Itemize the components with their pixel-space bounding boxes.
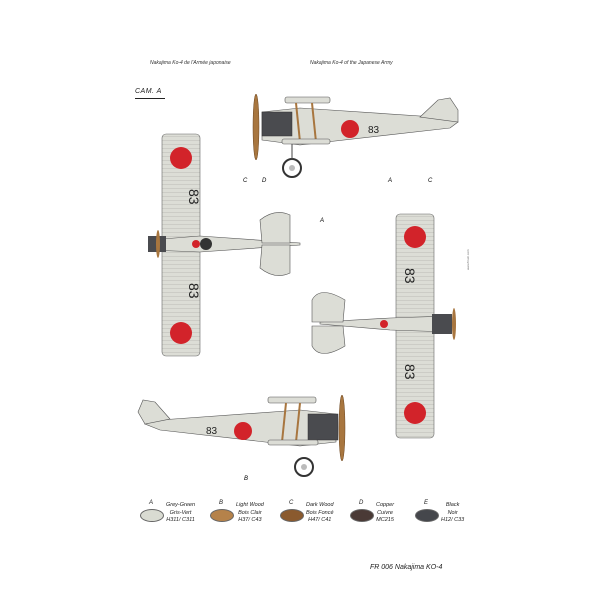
- plan-bottom-number-2: 83: [402, 364, 418, 380]
- legend-text: Light Wood Bois Clair H37/ C43: [236, 502, 264, 525]
- legend-swatch: [350, 509, 374, 522]
- side-view-bottom: [137, 394, 346, 477]
- legend-text: Dark Wood Bois Foncé H47/ C41: [306, 502, 334, 525]
- legend-line: Dark Wood: [306, 502, 334, 508]
- legend-swatch: [210, 509, 234, 522]
- legend-text: Copper Cuivre MC215: [376, 502, 394, 525]
- legend-line: H311/ C311: [166, 517, 195, 523]
- legend-letter: E: [424, 500, 429, 506]
- callout-c-1: C: [243, 178, 248, 184]
- legend-line: Light Wood: [236, 502, 264, 508]
- legend-line: Cuivre: [377, 509, 393, 516]
- plan-view-top: [148, 133, 301, 357]
- legend-letter: C: [289, 500, 294, 506]
- footer-title: FR 006 Nakajima KO-4: [370, 564, 443, 571]
- legend-swatch: [140, 509, 164, 522]
- side-website-text: www.frrom.com: [466, 249, 470, 270]
- legend-text: Black Noir H12/ C33: [441, 502, 464, 525]
- legend-line: Noir: [447, 509, 458, 516]
- legend-line: Black: [445, 502, 460, 508]
- legend-line: Bois Foncé: [306, 509, 334, 516]
- caption-fr: Nakajima Ko-4 de l'Armée japonaise: [150, 60, 231, 66]
- side-top-number: 83: [368, 125, 380, 136]
- caption-en: Nakajima Ko-4 of the Japanese Army: [310, 60, 393, 66]
- legend-line: H37/ C43: [238, 517, 262, 523]
- color-legend: A Grey-Green Gris-Vert H311/ C311 B Ligh…: [140, 500, 480, 550]
- legend-line: Copper: [376, 502, 395, 508]
- plan-top-number-2: 83: [186, 283, 202, 299]
- callout-c-2: C: [428, 178, 433, 184]
- callout-a-1: A: [387, 178, 392, 184]
- legend-line: Grey-Green: [166, 502, 196, 508]
- legend-line: H12/ C33: [441, 517, 465, 523]
- callout-a-2: A: [319, 218, 324, 224]
- legend-swatch: [415, 509, 439, 522]
- plan-top-number-1: 83: [186, 189, 202, 205]
- plan-bottom-number-1: 83: [402, 268, 418, 284]
- legend-line: MC215: [376, 517, 394, 523]
- legend-swatch: [280, 509, 304, 522]
- legend-line: H47/ C41: [308, 517, 332, 523]
- camo-underline: [135, 98, 165, 99]
- legend-line: Bois Clair: [238, 509, 262, 516]
- legend-text: Grey-Green Gris-Vert H311/ C311: [166, 502, 195, 525]
- plan-view-bottom: [311, 213, 456, 439]
- callout-b: B: [244, 476, 248, 482]
- legend-letter: A: [149, 500, 154, 506]
- callout-d: D: [262, 178, 267, 184]
- side-view-top: [252, 93, 459, 178]
- camo-label: CAM. A: [135, 88, 162, 95]
- side-bottom-number: 83: [206, 426, 218, 437]
- legend-line: Gris-Vert: [169, 509, 192, 516]
- legend-letter: D: [359, 500, 364, 506]
- legend-letter: B: [219, 500, 224, 506]
